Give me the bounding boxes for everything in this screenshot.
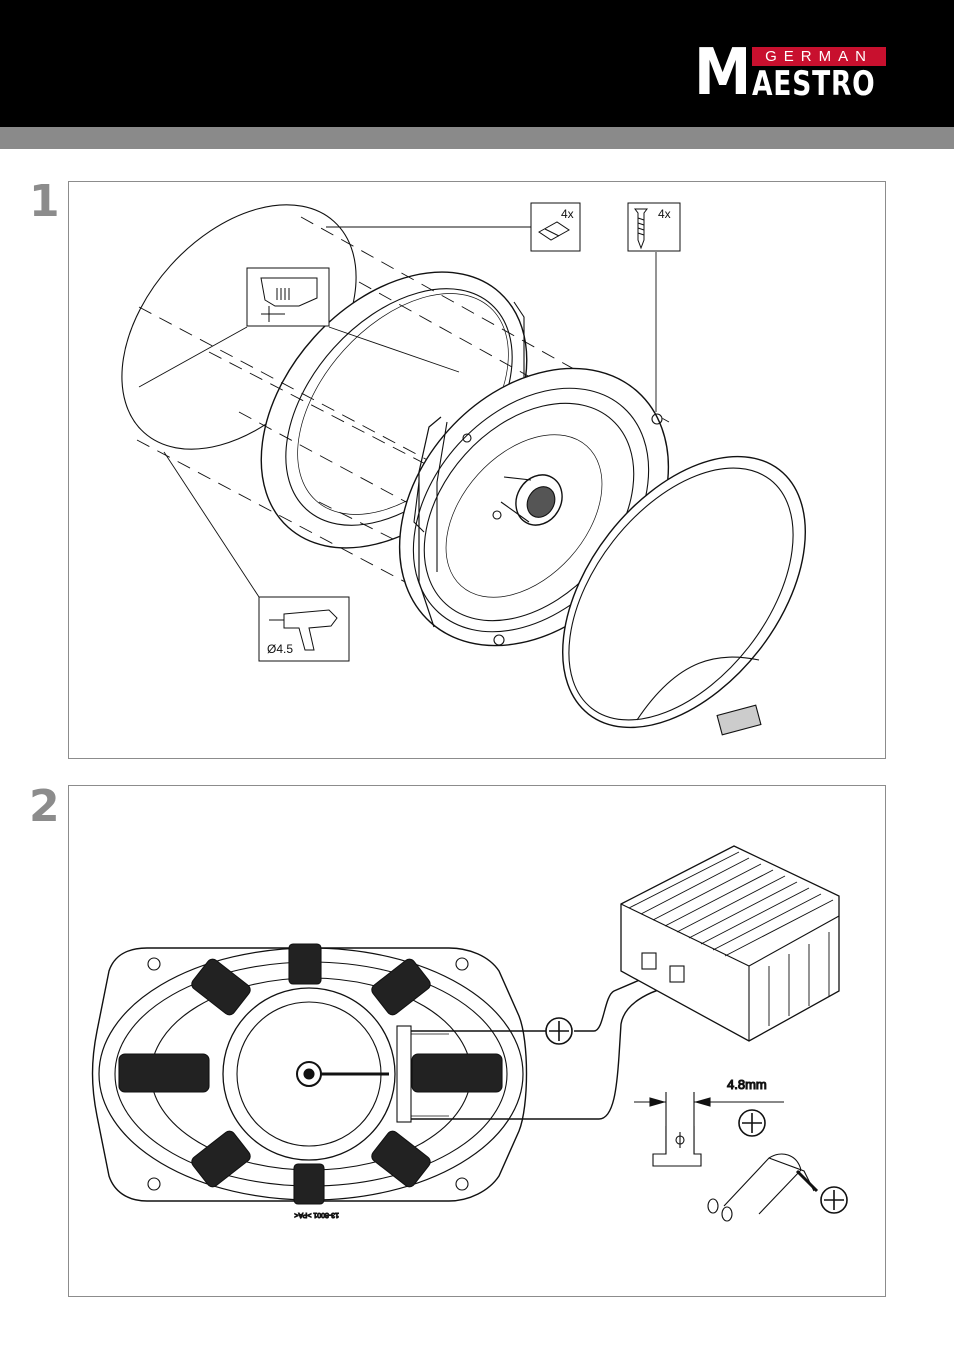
jigsaw-icon (247, 268, 329, 326)
plus-polarity-icon (546, 1018, 572, 1044)
speaker-rear-view: 13-8001 >PA< (93, 944, 527, 1218)
step-2-panel: 13-8001 >PA< (68, 785, 886, 1297)
frame-marking: 13-8001 >PA< (294, 1211, 339, 1218)
header-bar: M GERMAN AESTRO (0, 0, 954, 127)
step-number-2: 2 (29, 785, 60, 829)
amplifier-icon (621, 846, 839, 1041)
german-maestro-logo: M GERMAN AESTRO (694, 44, 886, 102)
drill-size-label: Ø4.5 (267, 642, 293, 656)
speed-clip-icon: 4x (531, 203, 580, 251)
clip-quantity: 4x (561, 207, 574, 221)
screw-icon: 4x (628, 203, 680, 251)
terminal-width-label: 4.8mm (727, 1077, 767, 1092)
plus-polarity-icon (821, 1187, 847, 1213)
step-1-illustration: 4x 4x Ø4.5 (69, 182, 887, 760)
plus-polarity-icon (739, 1110, 765, 1136)
drill-icon: Ø4.5 (259, 597, 349, 661)
step-1-panel: 4x 4x Ø4.5 (68, 181, 886, 759)
step-2-illustration: 13-8001 >PA< (69, 786, 887, 1298)
step-number-1: 1 (29, 180, 60, 224)
cable-icon (708, 1154, 817, 1221)
header-divider (0, 127, 954, 149)
screw-quantity: 4x (658, 207, 671, 221)
